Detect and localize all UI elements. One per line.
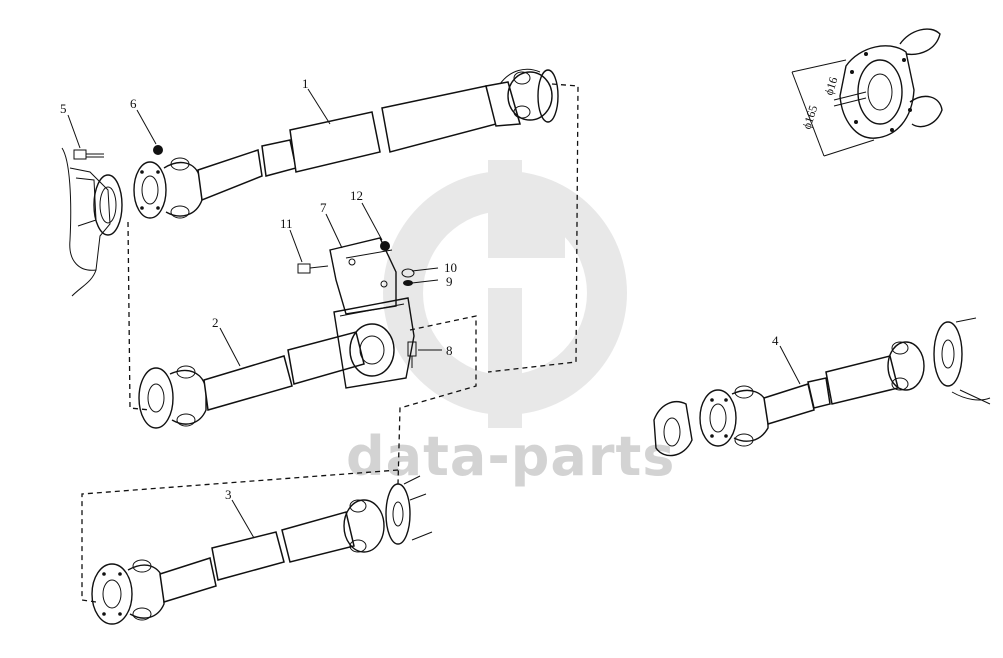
watermark-text: data-parts — [346, 425, 675, 488]
part-9-nut — [403, 280, 413, 286]
shaft-1 — [133, 68, 559, 219]
callout-7: 7 — [320, 200, 327, 215]
callout-2: 2 — [212, 315, 219, 330]
dim-outer-label: ϕ165 — [800, 103, 821, 130]
callout-numbers: 1 2 3 4 5 6 7 8 9 10 11 12 — [60, 76, 779, 502]
callout-8: 8 — [446, 343, 453, 358]
callout-6: 6 — [130, 96, 137, 111]
part-6-nut — [153, 145, 163, 155]
shaft-3 — [91, 475, 433, 625]
part-11-bolt — [297, 263, 329, 274]
callout-4: 4 — [772, 333, 779, 348]
dim-inner-label: ϕ16 — [822, 75, 841, 97]
flange-detail: ϕ165 ϕ16 — [791, 28, 943, 157]
callout-5: 5 — [60, 101, 67, 116]
callout-11: 11 — [280, 216, 293, 231]
part-12-nut — [380, 241, 390, 251]
left-housing — [61, 147, 123, 297]
watermark-logo — [383, 160, 627, 428]
shaft-4 — [653, 317, 991, 457]
callout-9: 9 — [446, 274, 453, 289]
part-8-bolt — [407, 341, 417, 368]
watermark: data-parts — [346, 160, 675, 488]
callout-12: 12 — [350, 188, 363, 203]
part-10-washer — [401, 268, 415, 278]
dashed-connectors — [81, 83, 579, 603]
callout-10: 10 — [444, 260, 457, 275]
leader-lines — [67, 88, 801, 539]
callout-3: 3 — [225, 487, 232, 502]
part-5-bolt — [73, 149, 104, 160]
shaft-2 — [138, 297, 415, 429]
callout-1: 1 — [302, 76, 309, 91]
